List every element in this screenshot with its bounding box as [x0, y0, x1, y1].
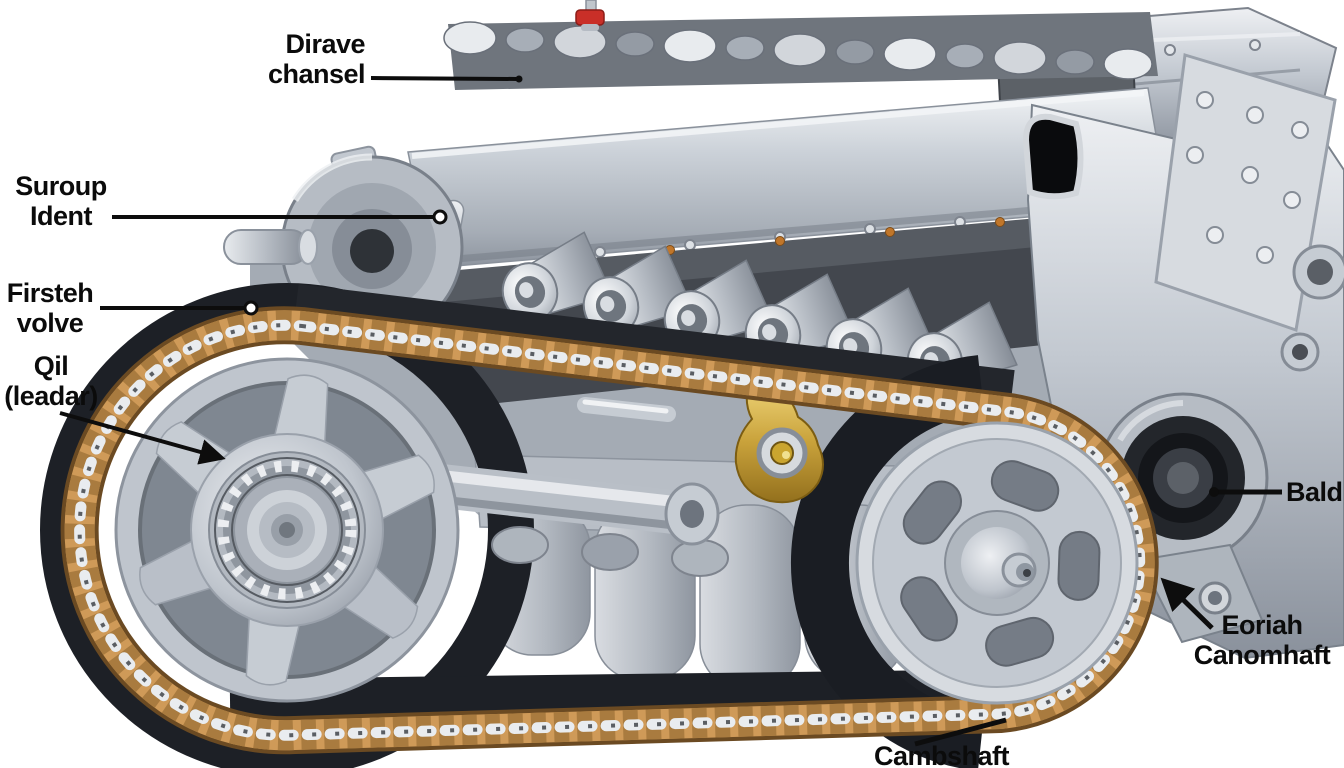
wheel-slots — [900, 460, 1101, 667]
leader-camshaft — [914, 717, 1007, 747]
label-text: Ident — [30, 201, 93, 231]
timing-chain — [60, 306, 1159, 755]
sensor-red-cap — [575, 0, 605, 31]
leader-lines — [59, 75, 1282, 747]
label-camshaft: Cambshaft — [874, 741, 1010, 768]
label-oil-leader: Qil (leadar) — [0, 351, 102, 411]
label-text: Cambshaft — [874, 741, 1010, 768]
label-text: (leadar) — [4, 381, 98, 411]
label-text: Dirave — [285, 29, 365, 59]
chain-tensioner-gold — [734, 380, 824, 504]
wheel-hub-bearing — [190, 433, 384, 627]
label-text: Suroup — [15, 171, 107, 201]
leader-oil-leader — [59, 411, 226, 465]
left-sprocket-wheel — [114, 357, 460, 703]
rocker-assembly — [443, 12, 1158, 90]
label-bald: Bald — [1286, 477, 1343, 507]
leader-front-camshaft — [1160, 577, 1214, 630]
right-sprocket-wheel — [855, 421, 1139, 705]
label-drive-channel: Dirave chansel — [220, 29, 366, 89]
engine-assembly — [40, 0, 1344, 768]
intake-duct-opening — [1022, 113, 1084, 200]
label-text: Eoriah — [1221, 610, 1303, 640]
label-text: chansel — [267, 59, 366, 89]
bearing-ring — [1097, 392, 1269, 564]
label-text: volve — [16, 308, 84, 338]
label-first-valve: Firsteh volve — [0, 278, 100, 338]
label-text: Canomhaft — [1193, 640, 1331, 670]
label-sump-ident: Suroup Ident — [8, 171, 114, 231]
label-text: Bald — [1286, 477, 1343, 507]
label-text: Qil — [33, 351, 69, 381]
label-front-camshaft: Eoriah Canomhaft — [1180, 610, 1344, 670]
leader-drive-channel — [370, 76, 519, 81]
label-text: Firsteh — [6, 278, 94, 308]
